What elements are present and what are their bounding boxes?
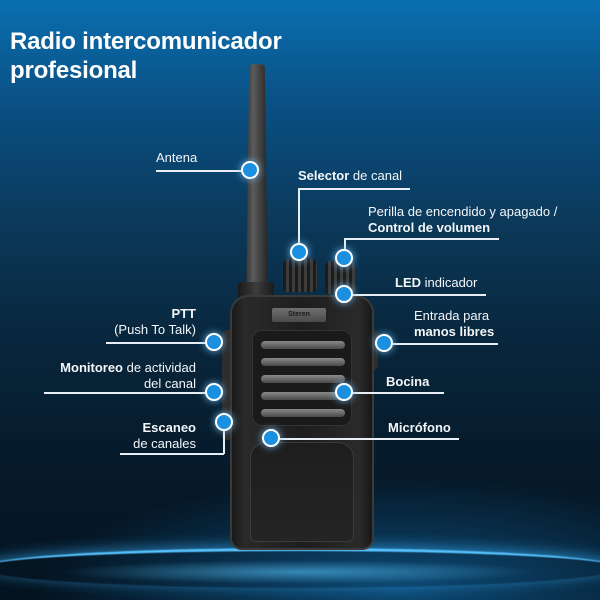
- callout-monitoreo-text: de actividad: [123, 360, 196, 375]
- callout-microfono: Micrófono: [388, 420, 451, 436]
- callout-monitoreo: Monitoreo de actividad del canal: [40, 360, 196, 392]
- title-line-1: Radio intercomunicador: [10, 28, 282, 55]
- channel-knob: [283, 258, 317, 292]
- grille-slot: [261, 375, 345, 383]
- callout-escaneo: Escaneo de canales: [110, 420, 196, 452]
- callout-monitoreo-text-2: del canal: [143, 376, 196, 391]
- battery-panel: [250, 442, 354, 542]
- callout-microfono-bold: Micrófono: [388, 420, 451, 435]
- callout-bocina-bold: Bocina: [386, 374, 430, 389]
- leader-line: [344, 238, 499, 240]
- callout-monitoreo-bold: Monitoreo: [60, 360, 123, 375]
- hotspot-dot-microfono[interactable]: [262, 429, 280, 447]
- leader-line: [223, 422, 225, 454]
- callout-bocina: Bocina: [386, 374, 429, 390]
- callout-led: LED indicador: [395, 275, 477, 291]
- callout-ptt-text: (Push To Talk): [114, 322, 196, 337]
- hotspot-dot-ptt[interactable]: [205, 333, 223, 351]
- leader-line: [384, 343, 498, 345]
- brand-plate: Steren: [272, 308, 326, 322]
- glow-arc: [0, 548, 600, 588]
- callout-escaneo-text: de canales: [133, 436, 196, 451]
- antenna: [246, 64, 268, 304]
- callout-escaneo-bold: Escaneo: [142, 420, 196, 435]
- hotspot-dot-antena[interactable]: [241, 161, 259, 179]
- leader-line: [344, 392, 444, 394]
- hotspot-dot-entrada[interactable]: [375, 334, 393, 352]
- callout-ptt: PTT (Push To Talk): [100, 306, 196, 338]
- leader-line: [106, 342, 214, 344]
- callout-perilla-bold: Control de volumen: [368, 220, 491, 235]
- hotspot-dot-bocina[interactable]: [335, 383, 353, 401]
- callout-selector-text: de canal: [349, 168, 403, 183]
- leader-line: [156, 170, 250, 172]
- callout-led-bold: LED: [395, 275, 421, 290]
- leader-line: [271, 438, 459, 440]
- callout-selector: Selector de canal: [298, 168, 402, 184]
- callout-ptt-bold: PTT: [171, 306, 196, 321]
- grille-slot: [261, 409, 345, 417]
- callout-perilla: Perilla de encendido y apagado / Control…: [368, 204, 557, 236]
- callout-entrada: Entrada para manos libres: [414, 308, 494, 340]
- page-title: Radio intercomunicador profesional: [10, 27, 282, 85]
- hotspot-dot-led[interactable]: [335, 285, 353, 303]
- hotspot-dot-selector[interactable]: [290, 243, 308, 261]
- grille-slot: [261, 392, 345, 400]
- hotspot-dot-escaneo[interactable]: [215, 413, 233, 431]
- hotspot-dot-monitoreo[interactable]: [205, 383, 223, 401]
- leader-line: [44, 392, 214, 394]
- callout-perilla-text: Perilla de encendido y apagado /: [368, 204, 558, 219]
- title-line-2: profesional: [10, 57, 138, 84]
- callout-antena-text: Antena: [156, 150, 198, 165]
- grille-slot: [261, 341, 345, 349]
- grille-slot: [261, 358, 345, 366]
- leader-line: [298, 188, 410, 190]
- callout-led-text: indicador: [421, 275, 478, 290]
- speaker-grille: [252, 330, 352, 426]
- callout-entrada-bold: manos libres: [414, 324, 495, 339]
- callout-antena: Antena: [156, 150, 197, 166]
- leader-line: [298, 188, 300, 252]
- hotspot-dot-perilla[interactable]: [335, 249, 353, 267]
- callout-selector-bold: Selector: [298, 168, 350, 183]
- leader-line: [120, 453, 224, 455]
- leader-line: [344, 294, 486, 296]
- callout-entrada-text: Entrada para: [414, 308, 490, 323]
- leader-line: [344, 238, 346, 258]
